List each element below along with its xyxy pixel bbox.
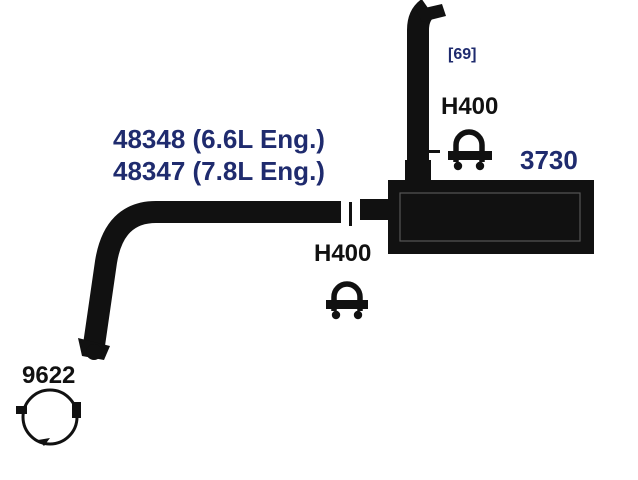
muffler-body[interactable] xyxy=(388,180,594,254)
stack-joint-mark xyxy=(420,150,440,153)
hanger-ring-icon[interactable] xyxy=(16,388,81,446)
exhaust-stack-pipe[interactable] xyxy=(405,0,446,184)
stack-reference-number: [69] xyxy=(448,46,477,63)
intermediate-pipe-label-6-6l: 48348 (6.6L Eng.) xyxy=(113,124,325,154)
u-bolt-clamp-icon[interactable] xyxy=(448,129,492,171)
muffler-part-number: 3730 xyxy=(520,145,578,175)
tailpipe-part-number: 9622 xyxy=(22,362,76,389)
clamp-lower-part-number: H400 xyxy=(314,240,372,267)
muffler-inlet-stub[interactable] xyxy=(360,199,394,220)
pipe-joint-mark xyxy=(349,202,352,226)
u-bolt-clamp-icon[interactable] xyxy=(326,281,368,320)
intermediate-pipe[interactable] xyxy=(78,201,341,360)
intermediate-pipe-label-7-8l: 48347 (7.8L Eng.) xyxy=(113,156,325,186)
clamp-upper-part-number: H400 xyxy=(441,93,499,120)
